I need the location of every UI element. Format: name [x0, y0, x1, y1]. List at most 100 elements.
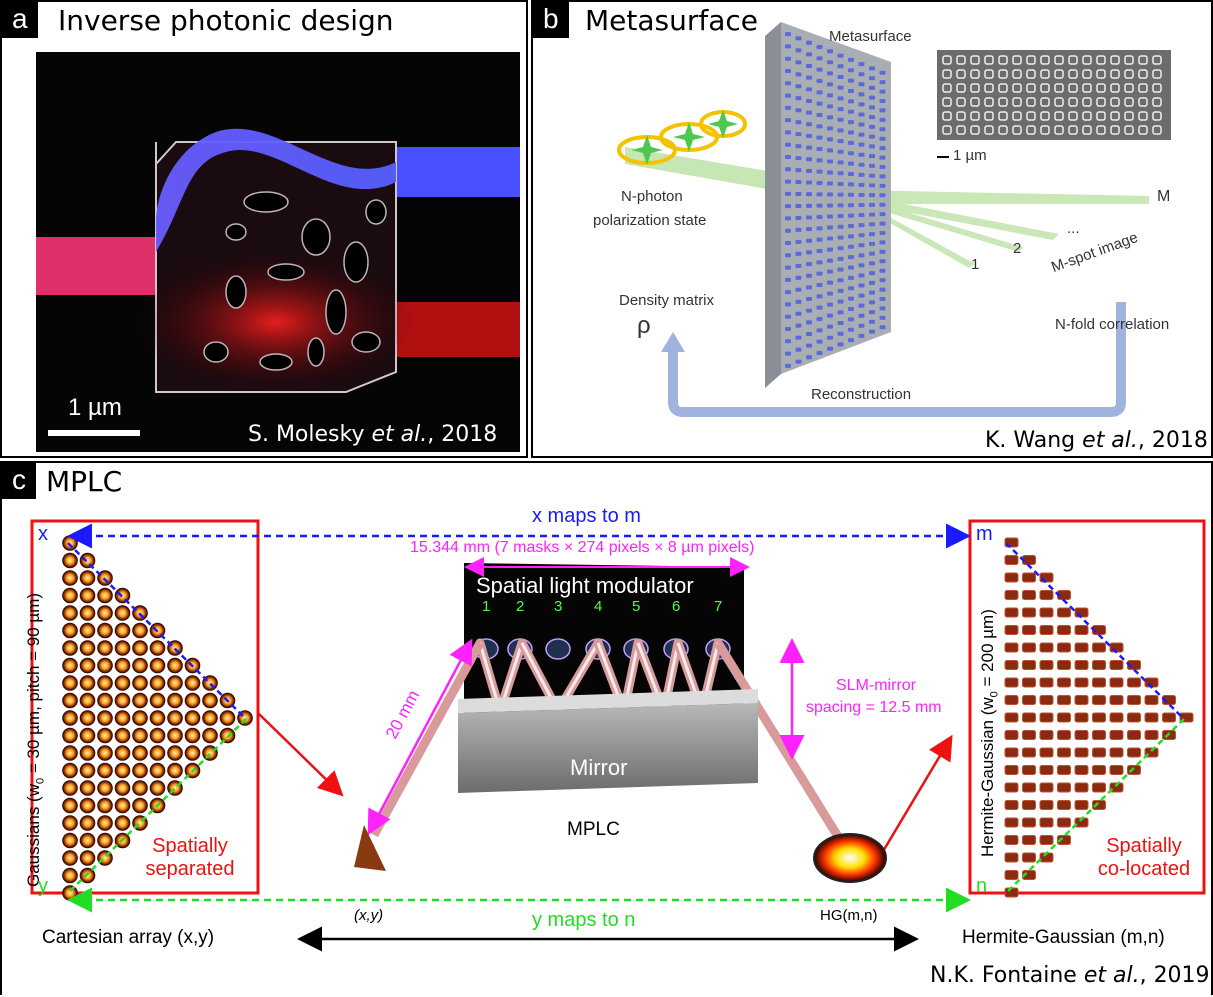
metasurface-pillar — [837, 310, 844, 315]
gaussian-spot — [79, 605, 96, 621]
metasurface-pillar — [827, 159, 833, 164]
gaussian-spot — [114, 605, 131, 621]
hg-mode — [1022, 695, 1036, 705]
metasurface-pillar — [827, 192, 833, 197]
metasurface-pillar — [785, 81, 791, 86]
metasurface-pillar — [806, 331, 812, 336]
gaussian-spot — [184, 710, 201, 726]
gaussian-spot — [97, 675, 113, 691]
hg-mode — [1109, 695, 1124, 705]
metasurface-pillar — [858, 253, 865, 258]
metasurface-pillar — [879, 259, 886, 264]
hg-mode — [1092, 730, 1106, 740]
sem-pillar — [1012, 111, 1022, 121]
sem-pillar — [1054, 97, 1064, 107]
hg-mode — [1022, 800, 1036, 810]
scale-bar — [48, 430, 140, 436]
gaussian-spot — [79, 570, 96, 586]
metasurface-pillar — [879, 127, 886, 132]
sem-pillar — [998, 83, 1008, 93]
metasurface-pillar — [785, 302, 791, 307]
hg-mode — [1074, 730, 1089, 740]
metasurface-pillar — [848, 244, 854, 249]
hg-mode — [1074, 695, 1089, 705]
hg-mode — [1109, 660, 1124, 670]
hg-mode — [1004, 642, 1019, 653]
panel-a-citation: S. Molesky et al., 2018 — [248, 422, 498, 447]
metasurface-pillar — [816, 249, 823, 253]
hg-mode — [1057, 660, 1071, 670]
metasurface-pillar — [858, 203, 865, 208]
metasurface-pillar — [795, 72, 802, 77]
metasurface-pillar — [869, 290, 875, 295]
output-hg-spot — [813, 833, 887, 883]
gaussian-spot — [184, 675, 201, 691]
panel-b-letter: b — [533, 2, 569, 38]
gaussian-spot — [62, 815, 78, 831]
mask-number: 1 — [482, 598, 490, 615]
metasurface-pillar — [869, 76, 875, 81]
metasurface-pillar — [795, 275, 802, 280]
metasurface-pillar — [869, 124, 875, 129]
metasurface-pillar — [879, 99, 886, 103]
metasurface-pillar — [816, 203, 823, 208]
metasurface-pillar — [827, 148, 833, 153]
metasurface-pillar — [869, 202, 875, 207]
hg-mode — [1057, 642, 1071, 653]
rho-symbol: ρ — [637, 312, 651, 339]
metasurface-pillar — [848, 161, 854, 166]
reconstruction-label: Reconstruction — [811, 386, 912, 403]
gaussian-spot — [79, 762, 96, 779]
metasurface-pillar — [795, 359, 802, 364]
gaussian-spot — [62, 850, 78, 866]
metasurface-pillar — [806, 238, 812, 243]
metasurface-pillar — [848, 296, 854, 301]
gaussian-spot — [114, 797, 131, 814]
sem-pillar — [984, 83, 994, 93]
sem-pillar — [1040, 83, 1050, 93]
metasurface-pillar — [816, 169, 823, 174]
gaussian-spot — [132, 710, 148, 726]
metasurface-pillar — [848, 203, 854, 208]
slm-dimension-label: 15.344 mm (7 masks × 274 pixels × 8 µm p… — [410, 539, 755, 556]
sem-pillar — [1068, 69, 1078, 79]
metasurface-pillar — [795, 215, 802, 220]
metasurface-pillar — [869, 95, 875, 100]
metasurface-pillar — [827, 82, 833, 87]
hg-mode — [1039, 712, 1054, 723]
hg-mode — [1109, 677, 1124, 688]
sem-pillar — [1026, 69, 1036, 79]
spacing-label-1: SLM-mirror — [836, 677, 916, 694]
metasurface-pillar — [816, 67, 823, 72]
gaussian-spot — [79, 657, 96, 674]
metasurface-pillar — [848, 140, 854, 145]
metasurface-pillar — [816, 147, 823, 151]
hg-mode — [1074, 712, 1089, 723]
metasurface-pillar — [879, 231, 886, 235]
correlation-label: N-fold correlation — [1055, 316, 1170, 333]
metasurface-pillar — [869, 319, 875, 324]
metasurface-slab — [765, 22, 891, 388]
gaussian-spot — [114, 727, 131, 744]
hg-mode — [1057, 607, 1071, 618]
metasurface-pillar — [816, 305, 823, 310]
sem-pillar — [1152, 55, 1162, 65]
metasurface-pillar — [785, 363, 791, 368]
metasurface-pillar — [858, 243, 865, 248]
sem-pillar — [1110, 125, 1120, 135]
sem-pillar — [1082, 69, 1092, 79]
gaussian-spot — [97, 657, 113, 674]
sem-pillar — [1138, 69, 1148, 79]
metasurface-pillar — [816, 90, 823, 95]
hg-mode — [1022, 590, 1036, 600]
metasurface-pillar — [869, 144, 875, 149]
gaussian-spot — [132, 675, 148, 691]
metasurface-pillar — [827, 324, 833, 329]
metasurface-pillar — [837, 246, 844, 251]
hg-mode — [1039, 730, 1054, 740]
metasurface-pillar — [806, 64, 812, 69]
hg-mode — [1022, 782, 1036, 793]
gaussian-spot — [114, 640, 131, 656]
sem-pillar — [1138, 55, 1148, 65]
metasurface-pillar — [806, 122, 812, 127]
